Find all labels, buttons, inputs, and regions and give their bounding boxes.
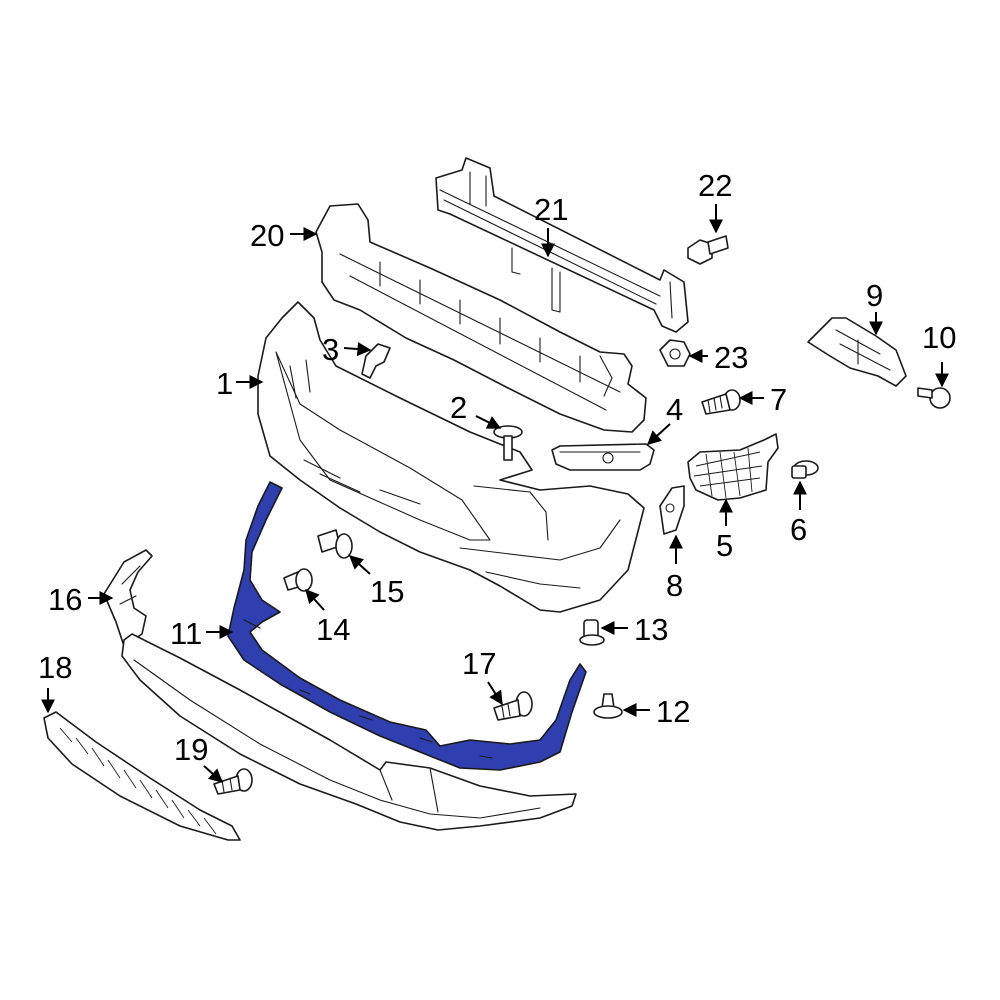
callout-10[interactable]: 10 bbox=[922, 320, 956, 355]
callout-6[interactable]: 6 bbox=[790, 512, 807, 547]
screw-part-19[interactable] bbox=[213, 768, 253, 795]
leader-14 bbox=[305, 588, 325, 611]
callout-12[interactable]: 12 bbox=[656, 694, 690, 729]
push-pin-part-2[interactable] bbox=[493, 425, 523, 461]
callout-17[interactable]: 17 bbox=[462, 646, 496, 681]
callout-22[interactable]: 22 bbox=[698, 168, 732, 203]
lower-valance[interactable] bbox=[121, 633, 577, 831]
bolt-part-22[interactable] bbox=[687, 235, 729, 265]
callouts: 1 2 3 4 5 6 7 8 9 10 11 12 13 bbox=[38, 168, 956, 783]
callout-2[interactable]: 2 bbox=[450, 390, 467, 425]
callout-4[interactable]: 4 bbox=[666, 392, 683, 427]
callout-3[interactable]: 3 bbox=[322, 332, 339, 367]
callout-8[interactable]: 8 bbox=[666, 568, 683, 603]
lower-trim-part-16[interactable] bbox=[103, 549, 153, 647]
side-bracket-part-4[interactable] bbox=[551, 443, 655, 471]
trim-part-8[interactable] bbox=[659, 485, 685, 535]
callout-15[interactable]: 15 bbox=[370, 574, 404, 609]
callout-21[interactable]: 21 bbox=[534, 192, 568, 227]
leader-3 bbox=[343, 342, 372, 357]
nut-part-10[interactable] bbox=[917, 387, 951, 409]
absorber-part-20[interactable] bbox=[315, 203, 647, 433]
leader-19 bbox=[203, 765, 224, 783]
callout-9[interactable]: 9 bbox=[866, 278, 883, 313]
highlighted-part-11[interactable] bbox=[227, 481, 587, 771]
rivet-part-13[interactable] bbox=[579, 619, 605, 646]
side-bracket-part-9[interactable] bbox=[807, 317, 907, 387]
leader-4 bbox=[646, 423, 671, 445]
callout-16[interactable]: 16 bbox=[48, 582, 82, 617]
callout-19[interactable]: 19 bbox=[174, 732, 208, 767]
lower-grille-frame-part-11[interactable] bbox=[227, 481, 587, 771]
callout-18[interactable]: 18 bbox=[38, 650, 72, 685]
bumper-cover-part-1[interactable] bbox=[257, 301, 645, 613]
rivet-part-12[interactable] bbox=[593, 693, 623, 719]
callout-23[interactable]: 23 bbox=[714, 340, 748, 375]
leader-2 bbox=[475, 415, 502, 429]
clip-part-14[interactable] bbox=[283, 568, 313, 592]
callout-1[interactable]: 1 bbox=[216, 366, 233, 401]
bracket-part-3[interactable] bbox=[361, 343, 391, 379]
clip-part-15[interactable] bbox=[317, 529, 353, 559]
callout-11[interactable]: 11 bbox=[170, 616, 202, 651]
leader-17 bbox=[487, 681, 503, 706]
callout-20[interactable]: 20 bbox=[250, 218, 284, 253]
mounting-bracket-part-5[interactable] bbox=[687, 433, 779, 501]
callout-13[interactable]: 13 bbox=[634, 612, 668, 647]
screw-part-6[interactable] bbox=[791, 460, 819, 479]
bolt-part-17[interactable] bbox=[493, 691, 533, 721]
callout-7[interactable]: 7 bbox=[770, 382, 787, 417]
skid-plate-part-18[interactable] bbox=[43, 711, 241, 841]
callout-14[interactable]: 14 bbox=[316, 612, 350, 647]
bolt-part-7[interactable] bbox=[701, 389, 741, 415]
leader-15 bbox=[348, 555, 371, 575]
callout-5[interactable]: 5 bbox=[716, 528, 733, 563]
nut-part-23[interactable] bbox=[659, 339, 691, 367]
